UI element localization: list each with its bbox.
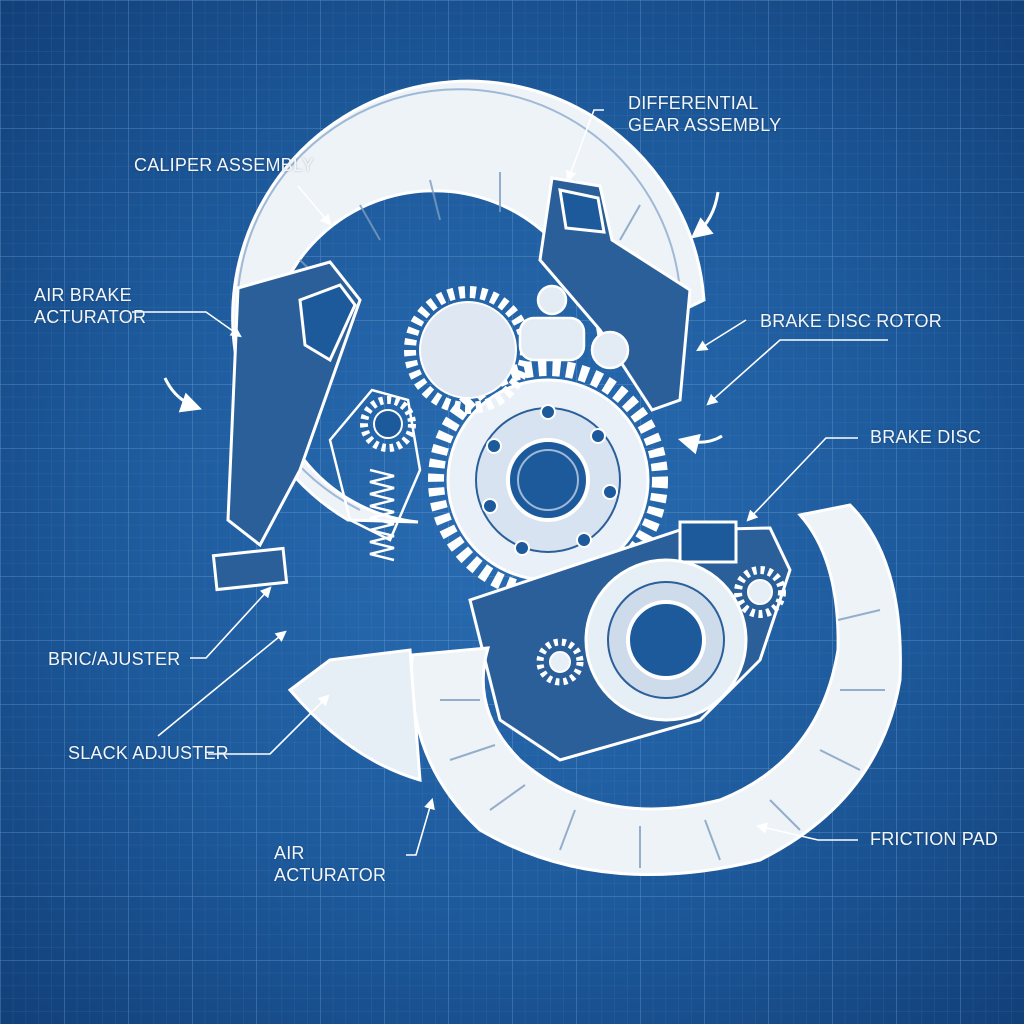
label-air-brake-actuator: AIR BRAKE ACTURATOR: [34, 284, 146, 328]
central-gear: [428, 360, 668, 600]
top-caliper: [538, 176, 692, 412]
label-differential-gear-assembly: DIFFERENTIAL GEAR ASSEMBLY: [628, 92, 781, 136]
label-air-brake-line1: AIR BRAKE: [34, 285, 132, 305]
lower-brake-disc: [409, 503, 902, 876]
label-brake-disc-rotor: BRAKE DISC ROTOR: [760, 311, 942, 331]
label-air-brake-line2: ACTURATOR: [34, 307, 147, 327]
linkage-brackets: [328, 284, 630, 542]
motion-arrow-icon: [163, 191, 723, 455]
label-friction-pad: FRICTION PAD: [870, 829, 999, 849]
hub-small-gears: [536, 566, 786, 686]
label-brake-disc: BRAKE DISC: [870, 427, 982, 447]
adjuster-spring: [369, 468, 395, 562]
leader-arrow-icon: [132, 109, 888, 856]
wheel-hub: [584, 558, 748, 722]
label-brake-adjuster: BRIC/AJUSTER: [48, 649, 181, 669]
label-air-actuator-line1: AIR: [274, 843, 305, 863]
label-slack-adjuster: SLACK ADJUSTER: [68, 743, 229, 763]
label-air-actuator-line2: ACTURATOR: [274, 865, 387, 885]
label-caliper-assembly: CALIPER ASSEMBLY: [134, 155, 314, 175]
left-caliper: [211, 260, 362, 592]
label-differential-line2: GEAR ASSEMBLY: [628, 115, 782, 135]
label-air-actuator: AIR ACTURATOR: [274, 842, 386, 886]
label-differential-line1: DIFFERENTIAL: [628, 93, 759, 113]
lower-friction-pad: [287, 648, 422, 783]
